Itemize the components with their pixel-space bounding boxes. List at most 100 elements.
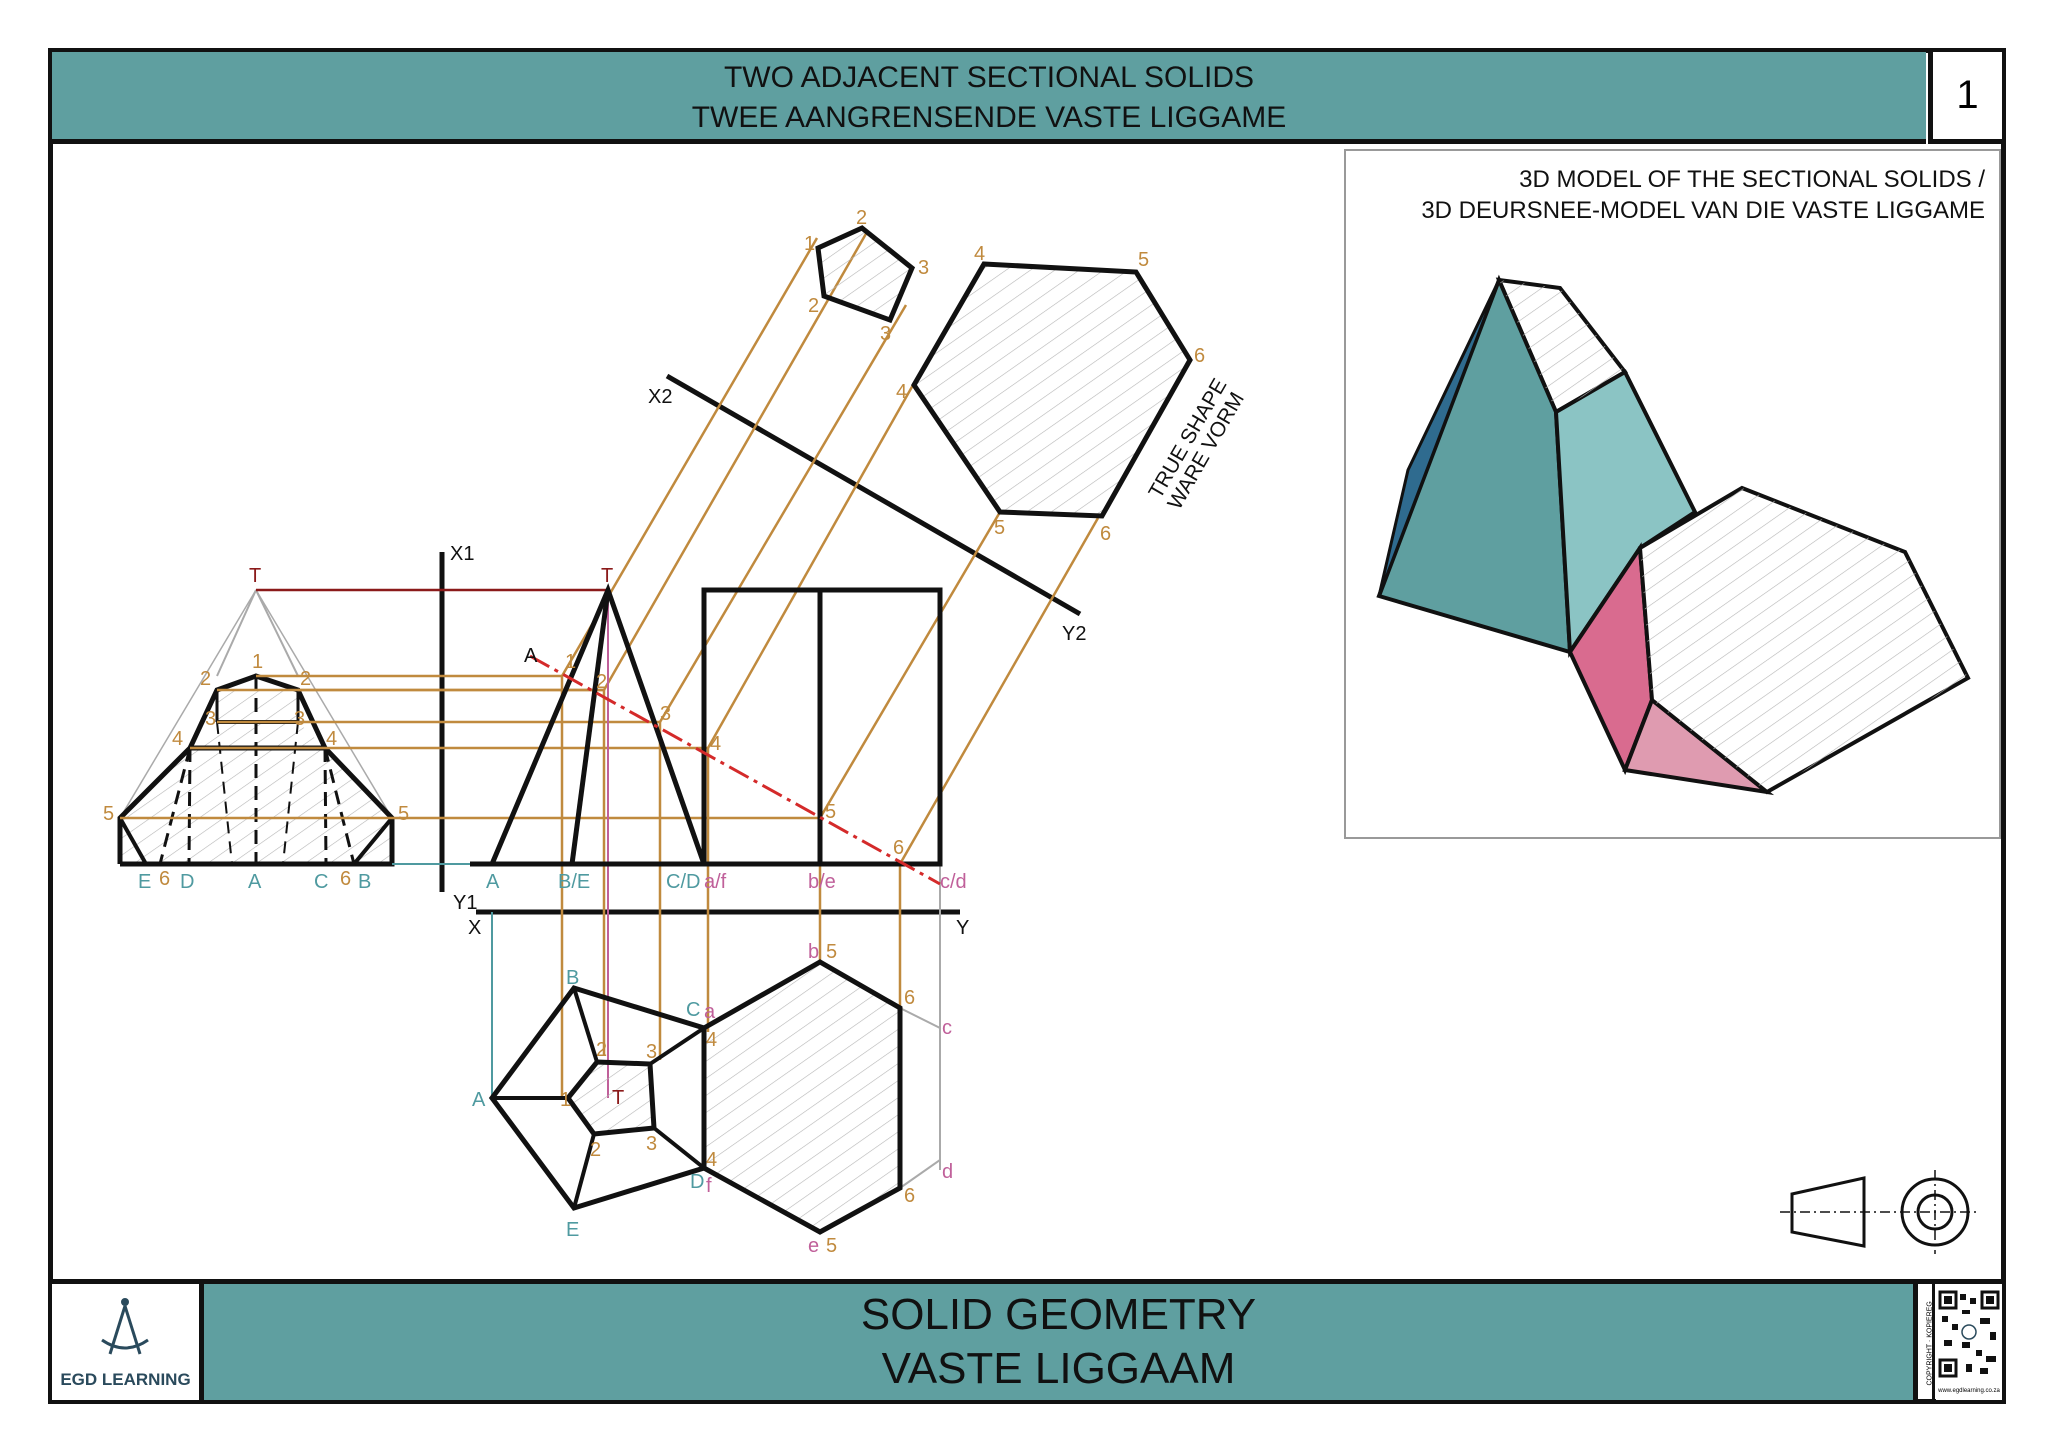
- label-front-c: C: [314, 871, 328, 893]
- label-y1: Y1: [453, 892, 477, 914]
- egd-logo: EGD LEARNING: [52, 1284, 204, 1400]
- model-3d-label: 3D MODEL OF THE SECTIONAL SOLIDS / 3D DE…: [1300, 164, 1985, 226]
- title-english: TWO ADJACENT SECTIONAL SOLIDS: [723, 61, 1255, 94]
- label-side-be: B/E: [558, 871, 590, 893]
- label-top-5b: 5: [826, 1235, 837, 1257]
- label-side-a-top: A: [524, 645, 538, 667]
- label-top-3b: 3: [646, 1133, 657, 1155]
- label-top-d-lower: d: [942, 1161, 953, 1183]
- footer-title-af: VASTE LIGGAAM: [881, 1344, 1236, 1393]
- label-top-4a: 4: [706, 1029, 717, 1051]
- label-ts-3a: 3: [918, 257, 929, 279]
- label-ts-4a: 4: [974, 243, 985, 265]
- label-top-6b: 6: [904, 1185, 915, 1207]
- label-top-b-lower: b: [808, 941, 819, 963]
- label-x2: X2: [648, 386, 672, 408]
- footer-title-en: SOLID GEOMETRY: [860, 1290, 1257, 1339]
- front-view: [117, 589, 395, 867]
- drawing-frame: [48, 48, 2006, 1404]
- side-view: [470, 583, 943, 886]
- label-ts-6a: 6: [1194, 345, 1205, 367]
- label-ts-6b: 6: [1100, 523, 1111, 545]
- label-top-d: D: [690, 1171, 704, 1193]
- qr-code[interactable]: www.egdlearning.co.za: [1936, 1284, 2002, 1400]
- model-3d-label-en: 3D MODEL OF THE SECTIONAL SOLIDS /: [1519, 166, 1985, 193]
- label-top-2b: 2: [590, 1139, 601, 1161]
- label-front-3a: 3: [205, 708, 216, 730]
- true-shape-pentagon: [815, 225, 916, 324]
- label-top-2a: 2: [596, 1039, 607, 1061]
- label-y2: Y2: [1062, 623, 1086, 645]
- brand-name: EGD LEARNING: [60, 1370, 191, 1389]
- label-top-c: C: [686, 999, 700, 1021]
- label-side-af: a/f: [704, 871, 727, 893]
- label-top-3a: 3: [646, 1041, 657, 1063]
- cutting-plane: [529, 654, 941, 886]
- label-top-e-lower: e: [808, 1235, 819, 1257]
- header-bar: TWO ADJACENT SECTIONAL SOLIDS TWEE AANGR…: [52, 52, 1926, 144]
- model-3d-panel: [1344, 149, 2001, 839]
- label-side-1: 1: [565, 651, 576, 673]
- footer: EGD LEARNING SOLID GEOMETRY VASTE LIGGAA…: [52, 1279, 2002, 1400]
- label-side-2: 2: [596, 671, 607, 693]
- label-side-5: 5: [825, 801, 836, 823]
- model-3d: [1376, 274, 1971, 796]
- label-ts-4b: 4: [896, 381, 907, 403]
- label-front-1: 1: [252, 651, 263, 673]
- label-front-e: E: [138, 871, 151, 893]
- page-number: 1: [1928, 52, 2002, 144]
- label-front-2a: 2: [200, 668, 211, 690]
- website-url: www.egdlearning.co.za: [1938, 1388, 2000, 1394]
- label-side-be-lower: b/e: [808, 871, 836, 893]
- label-front-t: T: [249, 565, 261, 587]
- label-ts-5b: 5: [994, 517, 1005, 539]
- label-x: X: [468, 917, 481, 939]
- copyright-strip: COPYRIGHT · KOPIEREG: [1913, 1284, 1935, 1400]
- label-side-t: T: [601, 565, 613, 587]
- true-shape: [815, 225, 1193, 519]
- qr-code-icon: [1938, 1288, 2000, 1380]
- label-top-a-lower: a: [704, 1001, 716, 1023]
- label-side-cd-lower: c/d: [940, 871, 967, 893]
- true-shape-hexagon: [911, 261, 1193, 519]
- label-side-a: A: [486, 871, 500, 893]
- label-ts-1: 1: [804, 233, 815, 255]
- model-edge-face: [1377, 279, 1501, 597]
- label-top-6a: 6: [904, 987, 915, 1009]
- label-front-6a: 6: [159, 868, 170, 890]
- label-side-cd: C/D: [666, 871, 700, 893]
- compass-icon: [101, 1298, 149, 1355]
- title-afrikaans: TWEE AANGRENSENDE VASTE LIGGAME: [691, 101, 1287, 134]
- label-front-4a: 4: [172, 728, 183, 750]
- label-front-5b: 5: [398, 803, 409, 825]
- label-top-c-lower: c: [942, 1017, 952, 1039]
- label-top-e: E: [566, 1219, 579, 1241]
- label-front-b: B: [358, 871, 371, 893]
- label-y: Y: [956, 917, 969, 939]
- label-front-3b: 3: [294, 708, 305, 730]
- label-top-a: A: [472, 1089, 486, 1111]
- label-x1: X1: [450, 543, 474, 565]
- label-front-6b: 6: [340, 868, 351, 890]
- label-front-d: D: [180, 871, 194, 893]
- label-front-2b: 2: [300, 668, 311, 690]
- label-front-a: A: [248, 871, 262, 893]
- label-side-4: 4: [710, 733, 721, 755]
- label-top-5a: 5: [826, 941, 837, 963]
- label-top-4b: 4: [706, 1149, 717, 1171]
- label-ts-5a: 5: [1138, 249, 1149, 271]
- label-side-6: 6: [893, 837, 904, 859]
- footer-title: SOLID GEOMETRY VASTE LIGGAAM: [204, 1284, 1913, 1400]
- third-angle-projection-symbol: [1780, 1170, 1980, 1254]
- label-front-4b: 4: [326, 728, 337, 750]
- label-front-5a: 5: [103, 803, 114, 825]
- label-ts-2b: 2: [808, 295, 819, 317]
- reference-line-x2y2: [665, 373, 1082, 617]
- label-top-f: f: [706, 1175, 712, 1197]
- copyright-text: COPYRIGHT · KOPIEREG: [1926, 1301, 1934, 1386]
- top-view: [488, 959, 903, 1235]
- label-top-t: T: [612, 1087, 624, 1109]
- model-3d-label-af: 3D DEURSNEE-MODEL VAN DIE VASTE LIGGAME: [1421, 197, 1985, 224]
- label-ts-2a: 2: [856, 207, 867, 229]
